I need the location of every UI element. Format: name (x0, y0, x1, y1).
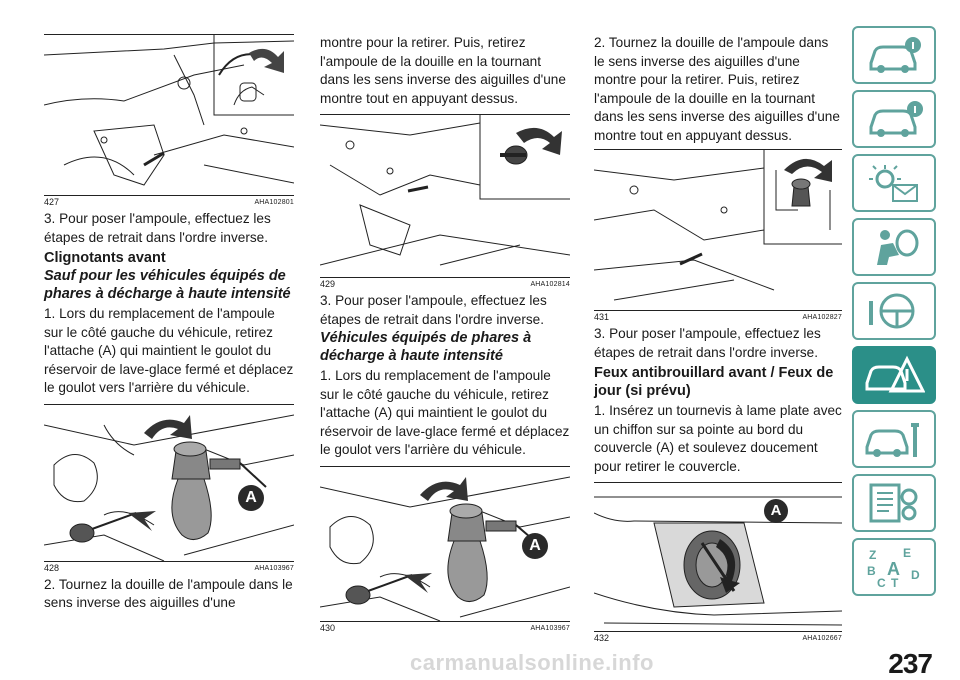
tab-vehicle-knowledge[interactable] (852, 26, 936, 84)
tab-in-emergency[interactable] (852, 346, 936, 404)
callout-label: A (245, 488, 257, 506)
svg-text:D: D (911, 568, 920, 582)
paragraph: 1. Lors du remplacement de l'ampoule sur… (44, 306, 294, 395)
figure-430-illustration (320, 476, 570, 621)
svg-text:B: B (867, 564, 876, 578)
figure-code: AHA102667 (802, 635, 842, 642)
figure-number: 428 (44, 562, 60, 573)
callout-badge-a (238, 484, 264, 511)
tab-safety[interactable] (852, 218, 936, 276)
watermark: carmanualsonline.info (410, 650, 654, 675)
column-2: montre pour la retirer. Puis, retirez l'… (320, 0, 570, 634)
section-heading: Clignotants avant (44, 250, 166, 266)
airbag-icon (877, 229, 919, 265)
subsection-heading: Véhicules équipés de phares à décharge à… (320, 330, 532, 364)
figure-number: 431 (594, 312, 610, 322)
figure-432: A (594, 482, 842, 632)
warning-lights-icon (869, 165, 918, 202)
figure-code: AHA102814 (530, 281, 570, 288)
figure-number: 429 (320, 279, 336, 289)
figure-code: AHA103967 (530, 624, 570, 632)
paragraph: 1. Lors du remplacement de l'ampoule sur… (320, 368, 570, 457)
figure-number: 427 (44, 197, 60, 207)
car-info-icon (869, 101, 923, 137)
specifications-icon (869, 483, 918, 523)
index-icon: Z E B A D C T (867, 546, 920, 589)
tab-vehicle-info[interactable] (852, 90, 936, 148)
figure-432-caption: 432 AHA102667 (594, 633, 842, 644)
figure-number: 430 (320, 622, 336, 633)
svg-text:C: C (877, 576, 886, 589)
section-heading: Feux antibrouillard avant / Feux de jour… (594, 365, 834, 399)
car-info-icon (869, 37, 921, 73)
figure-code: AHA103967 (254, 564, 294, 572)
steering-wheel-icon (869, 293, 915, 329)
figure-code: AHA102801 (254, 199, 294, 206)
svg-text:A: A (887, 559, 900, 579)
figure-number: 432 (594, 633, 610, 643)
figure-431 (594, 149, 842, 311)
figure-428: A (44, 403, 294, 562)
paragraph: 3. Pour poser l'ampoule, effectuez les é… (44, 211, 271, 245)
tab-technical-data[interactable] (852, 474, 936, 532)
tab-maintenance[interactable] (852, 410, 936, 468)
maintenance-icon (865, 423, 919, 457)
figure-431-illustration (594, 150, 842, 301)
paragraph: 2. Tournez la douille de l'ampoule dans … (594, 35, 840, 143)
figure-429-caption: 429 AHA102814 (320, 279, 570, 290)
breakdown-icon (865, 355, 925, 393)
page-number: 237 (888, 648, 933, 679)
figure-428-illustration (44, 414, 294, 561)
figure-code: AHA102827 (802, 314, 842, 321)
figure-430: A (320, 465, 570, 622)
paragraph: 3. Pour poser l'ampoule, effectuez les é… (320, 293, 547, 327)
svg-text:E: E (903, 546, 911, 560)
paragraph: montre pour la retirer. Puis, retirez l'… (320, 35, 566, 106)
figure-427-illustration (44, 35, 294, 186)
column-1: 427 AHA102801 3. Pour poser l'ampoule, e… (44, 0, 294, 613)
paragraph: 1. Insérez un tournevis à lame plate ave… (594, 403, 842, 474)
figure-431-caption: 431 AHA102827 (594, 312, 842, 323)
figure-427 (44, 34, 294, 196)
callout-label: A (529, 536, 541, 554)
chapter-sidebar: Z E B A D C T (852, 26, 938, 602)
subsection-heading: Sauf pour les véhicules équipés de phare… (44, 268, 291, 302)
figure-432-illustration (594, 496, 842, 626)
figure-427-caption: 427 AHA102801 (44, 197, 294, 208)
figure-430-caption: 430 AHA103967 (320, 623, 570, 634)
tab-warning-lights[interactable] (852, 154, 936, 212)
column-3: 2. Tournez la douille de l'ampoule dans … (594, 0, 842, 644)
paragraph: 2. Tournez la douille de l'ampoule dans … (44, 576, 293, 611)
callout-badge-a (522, 532, 548, 559)
figure-428-caption: 428 AHA103967 (44, 563, 294, 574)
figure-429-illustration (320, 115, 570, 266)
tab-starting-driving[interactable] (852, 282, 936, 340)
callout-label: A (770, 502, 782, 519)
svg-text:Z: Z (869, 548, 876, 562)
svg-text:T: T (891, 576, 899, 589)
paragraph: 3. Pour poser l'ampoule, effectuez les é… (594, 326, 821, 360)
callout-badge-a (764, 499, 788, 523)
tab-index[interactable]: Z E B A D C T (852, 538, 936, 596)
figure-429 (320, 114, 570, 278)
